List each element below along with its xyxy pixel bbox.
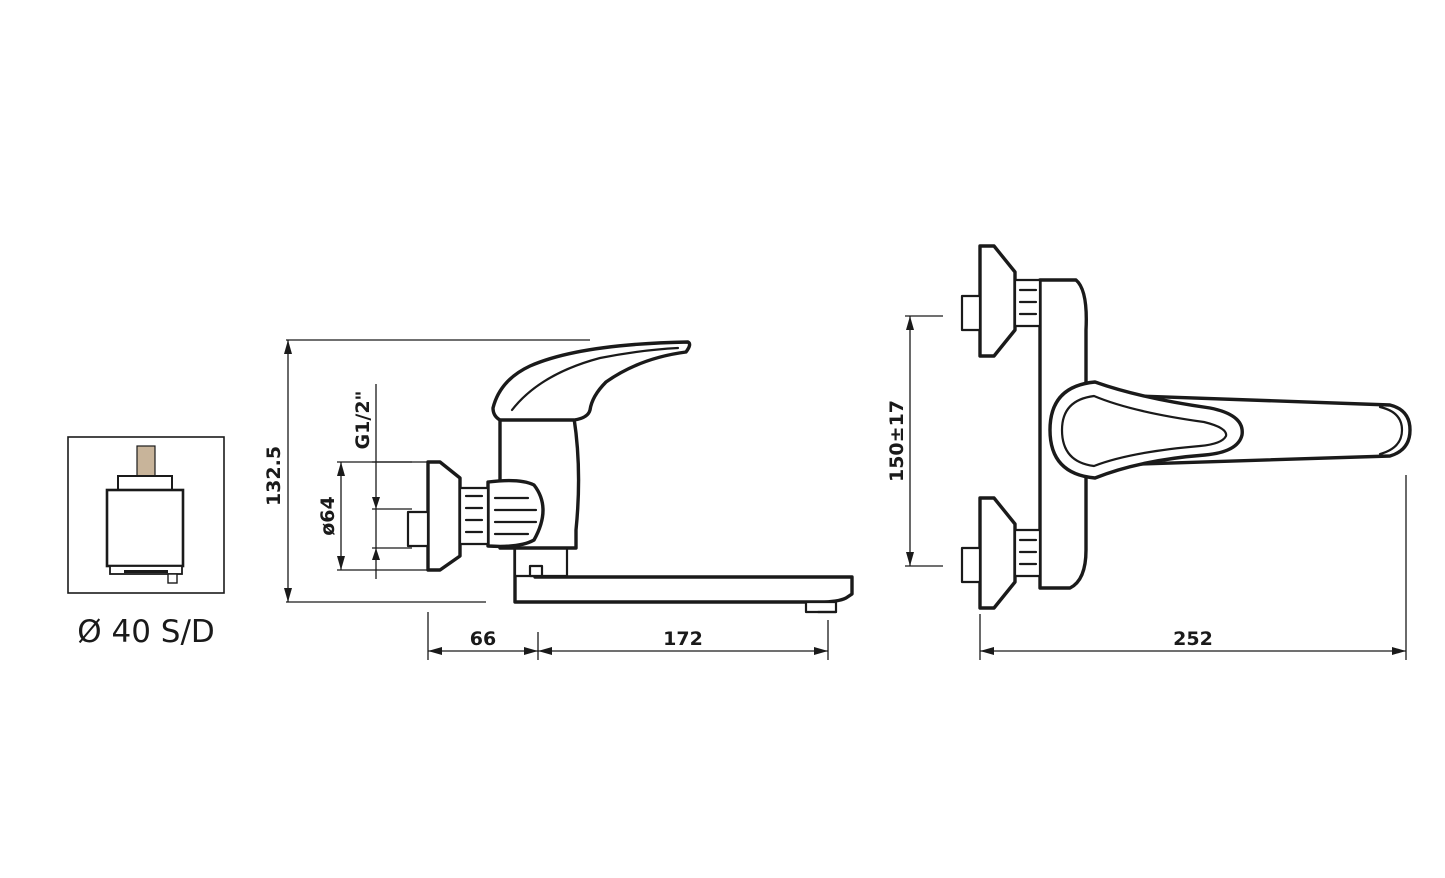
- cartridge-foot: [167, 573, 178, 584]
- faucet-top-drawing: [960, 244, 1412, 610]
- dimension-horizontal-side: 66 172: [427, 612, 829, 660]
- top-view: 150±17: [886, 244, 1412, 660]
- eccentric-union: [486, 478, 545, 549]
- faucet-side-drawing: [406, 340, 854, 614]
- side-view: 132.5 G1/2" ø64: [263, 339, 854, 660]
- aerator: [804, 600, 838, 614]
- wall-flange: [426, 460, 462, 572]
- cartridge-collar: [117, 475, 173, 491]
- dimension-flange-diameter: ø64: [317, 461, 428, 571]
- cartridge-detail: Ø 40 S/D: [67, 436, 225, 650]
- cartridge-body: [105, 488, 185, 568]
- lever-handle: [491, 340, 692, 422]
- dimension-thread: G1/2": [352, 384, 412, 579]
- cartridge-stem: [136, 445, 156, 479]
- height-label: 132.5: [263, 446, 285, 506]
- spout-reach-label: 172: [663, 628, 703, 650]
- cartridge-caption: Ø 40 S/D: [77, 614, 215, 650]
- thread-label: G1/2": [352, 391, 374, 450]
- total-width-label: 252: [1173, 628, 1213, 650]
- handle-top: [1048, 380, 1244, 480]
- lower-flange: [978, 496, 1017, 610]
- wall-connector: [406, 510, 430, 548]
- dimension-height: 132.5: [263, 339, 590, 603]
- dimension-total-width: 252: [979, 475, 1407, 660]
- upper-flange: [978, 244, 1017, 358]
- flange-diameter-label: ø64: [317, 496, 339, 536]
- centers-label: 150±17: [886, 400, 908, 482]
- cartridge-base-stripe: [124, 570, 168, 573]
- dimension-centers: 150±17: [886, 315, 943, 567]
- wall-offset-label: 66: [470, 628, 496, 650]
